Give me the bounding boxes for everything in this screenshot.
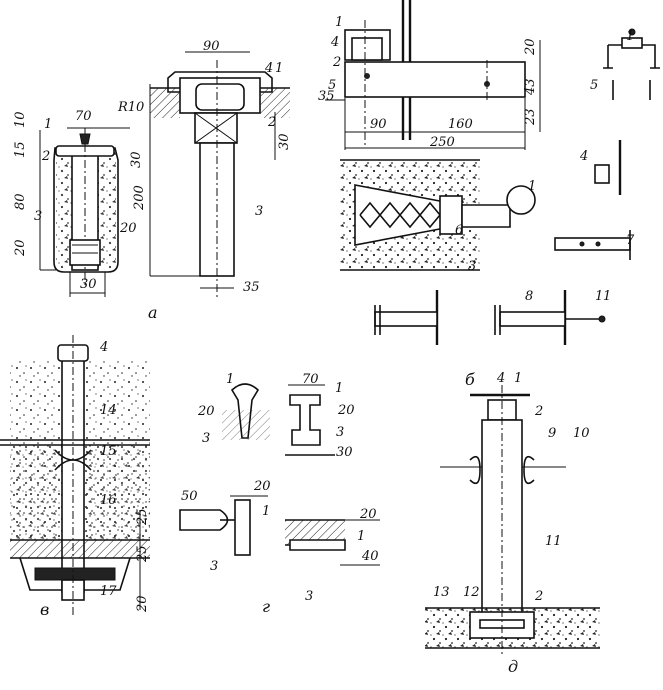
label-b-labels-2: 2 — [332, 55, 341, 70]
label-v-dims-0: 25 — [135, 508, 150, 526]
label-a-dims-2: 10 — [13, 111, 28, 128]
label-a-dims-8: 90 — [203, 39, 220, 54]
label-b-dims-1: 43 — [523, 78, 538, 96]
label-a-labels-3: 4 — [264, 61, 273, 76]
label-d-labels-2: 2 — [534, 404, 543, 419]
label-v-labels-0: 4 — [99, 340, 108, 355]
label-d-labels-3: 9 — [548, 426, 556, 441]
fragment-v — [0, 335, 150, 615]
fragment-b — [325, 0, 660, 345]
label-d-labels-7: 12 — [463, 585, 480, 600]
label-b-labels-5: 5 — [590, 78, 598, 93]
label-d-labels-1: 1 — [514, 371, 522, 386]
label-b-dims-3: 35 — [318, 89, 335, 104]
label-a-caption: а — [148, 303, 158, 322]
label-g-dims-1: 70 — [302, 372, 319, 387]
label-b-labels-8: 3 — [468, 259, 476, 274]
label-b-labels-1: 4 — [330, 35, 339, 50]
label-g-dims-7: 40 — [361, 549, 379, 564]
label-d-labels-6: 13 — [433, 585, 450, 600]
label-v-labels-4: 17 — [100, 584, 117, 599]
label-g-labels-1: 3 — [202, 431, 210, 446]
label-g-dims-6: 20 — [359, 507, 377, 522]
label-a-dims-9: 200 — [132, 185, 147, 211]
label-a-dims-3: 15 — [13, 141, 28, 158]
label-g-dims-0: 20 — [197, 404, 215, 419]
label-v-caption: в — [40, 600, 49, 619]
label-g-labels-0: 1 — [226, 372, 234, 387]
label-b-dims-2: 23 — [523, 108, 538, 126]
label-b-labels-13: 1 — [595, 289, 603, 304]
label-b-dims-0: 20 — [523, 38, 538, 56]
label-d-labels-4: 10 — [573, 426, 590, 441]
label-b-dims-6: 250 — [429, 135, 455, 150]
label-v-dims-2: 20 — [135, 595, 150, 613]
label-d-labels-8: 2 — [534, 589, 543, 604]
label-a-dims-6: 20 — [119, 221, 137, 236]
label-g-labels-4: 1 — [262, 504, 270, 519]
label-b-labels-4: 1 — [528, 179, 536, 194]
label-b-dims-5: 160 — [448, 117, 473, 132]
label-g-labels-3: 3 — [336, 425, 344, 440]
label-g-dims-5: 20 — [253, 479, 271, 494]
label-a-dims-0: 70 — [75, 109, 92, 124]
label-g-dims-2: 20 — [337, 403, 355, 418]
label-d-labels-5: 11 — [545, 534, 562, 549]
label-v-labels-3: 16 — [100, 493, 117, 508]
label-a-dims-1: R10 — [117, 100, 144, 115]
label-g-labels-6: 1 — [357, 529, 365, 544]
label-d-caption: д — [508, 657, 518, 676]
label-a-dims-7: 30 — [80, 277, 97, 292]
label-b-labels-9: 4 — [579, 149, 588, 164]
label-a-labels-2: 3 — [34, 209, 42, 224]
fragment-d — [425, 385, 600, 655]
label-b-labels-12: 8 — [525, 289, 533, 304]
label-b-labels-0: 1 — [335, 15, 343, 30]
label-v-labels-1: 14 — [100, 403, 117, 418]
label-a-labels-0: 1 — [44, 117, 52, 132]
label-a-dims-11: 30 — [277, 133, 292, 150]
label-g-labels-5: 3 — [210, 559, 218, 574]
fragment-a — [39, 51, 290, 300]
label-g-labels-2: 1 — [335, 381, 343, 396]
label-a-labels-6: 3 — [255, 204, 263, 219]
fragment-g — [179, 383, 380, 566]
label-b-labels-3: 5 — [328, 78, 336, 93]
label-a-dims-4: 80 — [13, 193, 28, 210]
label-a-dims-10: 30 — [129, 151, 144, 168]
label-a-dims-5: 20 — [13, 239, 28, 257]
label-b-labels-7: 6 — [455, 223, 463, 238]
label-b-labels-11: 1 — [603, 289, 611, 304]
label-b-caption: б — [465, 370, 475, 389]
label-v-dims-1: 25 — [135, 545, 150, 563]
label-a-labels-5: 2 — [267, 115, 276, 130]
label-a-labels-4: 1 — [275, 61, 283, 76]
label-g-dims-3: 30 — [336, 445, 353, 460]
label-g-dims-4: 50 — [181, 489, 198, 504]
label-b-dims-4: 90 — [370, 117, 387, 132]
label-g-labels-7: 3 — [305, 589, 313, 604]
label-g-caption: г — [262, 597, 270, 616]
label-v-labels-2: 15 — [100, 444, 117, 459]
label-d-labels-0: 4 — [496, 371, 505, 386]
label-a-labels-1: 2 — [41, 149, 50, 164]
label-a-dims-12: 35 — [243, 280, 260, 295]
label-b-labels-6: 1 — [626, 29, 634, 44]
label-b-labels-10: 7 — [626, 233, 635, 248]
